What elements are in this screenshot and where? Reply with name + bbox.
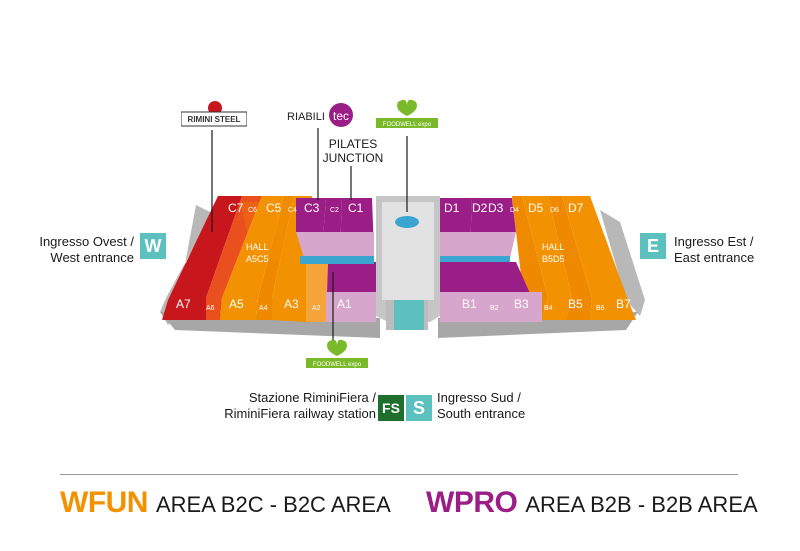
foodwell-logo-top: FOODWELL expo — [374, 96, 440, 132]
west-entrance-label: Ingresso Ovest / West entrance — [39, 234, 134, 265]
hall-label-D7: D7 — [568, 201, 584, 215]
hall-label-C5: C5 — [266, 201, 282, 215]
hall-label-B5: B5 — [568, 297, 583, 311]
hall-label-C1: C1 — [348, 201, 364, 215]
hall-label-D1: D1 — [444, 201, 460, 215]
wpro-brand: WPRO — [426, 486, 518, 519]
svg-text:tec: tec — [333, 109, 349, 123]
hall-label-D6: D6 — [550, 207, 559, 214]
legend-wfun: WFUN AREA B2C - B2C AREA — [60, 486, 391, 520]
wfun-area: AREA B2C - B2C AREA — [155, 492, 391, 517]
wpro-area: AREA B2B - B2B AREA — [525, 492, 758, 517]
hall-label-A4: A4 — [259, 305, 268, 312]
hall-label-B1: B1 — [462, 297, 477, 311]
hall-label-B3: B3 — [514, 297, 529, 311]
riministeel-logo: RIMINI STEEL — [180, 100, 248, 128]
west-entrance-badge: W — [140, 233, 166, 259]
hall-label-B6: B6 — [596, 305, 605, 312]
svg-text:RIABILI: RIABILI — [287, 111, 325, 123]
south-entrance-label: Ingresso Sud / South entrance — [437, 390, 526, 421]
foodwell-logo-bottom: FOODWELL expo — [304, 336, 370, 372]
hall-label-hall-east-1: HALL — [542, 242, 565, 252]
hall-label-D5: D5 — [528, 201, 544, 215]
south-entrance-badge: S — [406, 395, 432, 421]
hall-label-hall-west-2: A5C5 — [246, 254, 269, 264]
riabilitec-logo: RIABILI tec — [287, 100, 357, 130]
hall-label-C4: C4 — [288, 207, 297, 214]
hall-label-D2: D2 — [472, 201, 488, 215]
east-entrance-badge: E — [640, 233, 666, 259]
hall-labels: A7 A6 A5 A4 A3 A2 A1 C7 C6 C5 C4 C3 C2 C… — [176, 201, 631, 312]
pilates-junction-label: PILATES JUNCTION — [322, 137, 384, 165]
pointer-lines — [211, 128, 408, 344]
hall-label-C2: C2 — [330, 207, 339, 214]
hall-label-D3: D3 — [488, 201, 504, 215]
legend-wpro: WPRO AREA B2B - B2B AREA — [426, 486, 758, 520]
hall-label-B2: B2 — [490, 305, 499, 312]
hall-label-A3: A3 — [284, 297, 299, 311]
hall-label-hall-west-1: HALL — [246, 242, 269, 252]
hall-label-A2: A2 — [312, 305, 321, 312]
hall-label-A1: A1 — [337, 297, 352, 311]
hall-label-A7: A7 — [176, 297, 191, 311]
railway-station-badge: FS — [378, 395, 404, 421]
hall-label-hall-east-2: B5D5 — [542, 254, 565, 264]
south-entrance-block — [394, 300, 424, 330]
hall-label-C6: C6 — [248, 207, 257, 214]
hall-label-D4: D4 — [510, 207, 519, 214]
hall-label-B4: B4 — [544, 305, 553, 312]
legend-divider — [60, 474, 738, 475]
central-gallery — [376, 196, 440, 330]
hall-label-A6: A6 — [206, 305, 215, 312]
east-entrance-label: Ingresso Est / East entrance — [674, 234, 755, 265]
east-wing — [440, 196, 636, 322]
svg-text:RIMINI STEEL: RIMINI STEEL — [188, 115, 241, 124]
hall-label-C3: C3 — [304, 201, 320, 215]
svg-text:FOODWELL expo: FOODWELL expo — [313, 362, 362, 368]
station-label: Stazione RiminiFiera / RiminiFiera railw… — [224, 390, 376, 421]
west-wing — [162, 196, 376, 322]
wfun-brand: WFUN — [60, 486, 148, 519]
hall-label-B7: B7 — [616, 297, 631, 311]
hall-label-A5: A5 — [229, 297, 244, 311]
svg-text:FOODWELL expo: FOODWELL expo — [383, 122, 432, 128]
fountain-icon — [395, 216, 419, 228]
hall-label-C7: C7 — [228, 201, 244, 215]
